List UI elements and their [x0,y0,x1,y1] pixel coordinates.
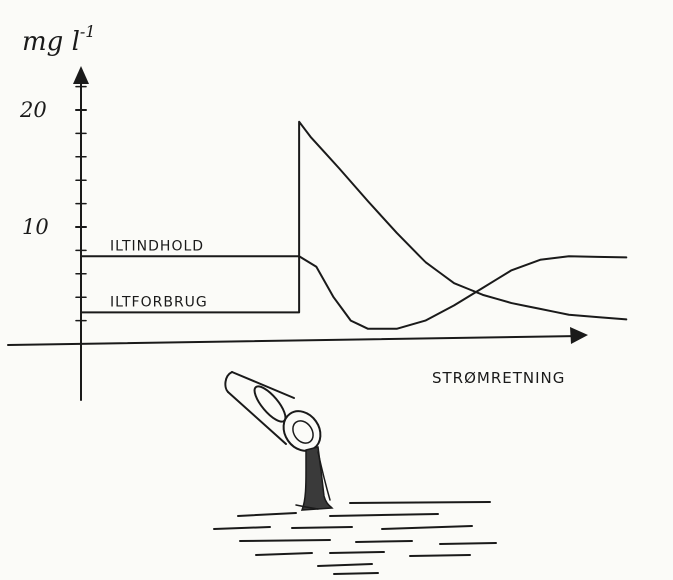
series-label-iltindhold: ILTINDHOLD [110,238,204,254]
y-tick-label-10: 10 [22,215,49,239]
y-axis-arrowhead [73,66,89,84]
series-line-iltindhold [80,255,628,330]
series-line-iltforbrug [80,120,628,321]
splash [295,504,319,510]
y-tick-label-20: 20 [19,98,47,122]
pipe-top-edge [231,371,295,399]
water-stream [300,446,334,511]
series-label-iltforbrug: ILTFORBRUG [110,294,208,310]
pipe-bottom-edge [227,391,287,445]
y-ticks [75,85,87,322]
pipe-inner-opening [292,420,314,444]
water-stream-highlight [317,451,331,501]
x-axis-arrowhead [570,327,588,344]
axes [7,66,588,401]
discharge-pipe-illustration [224,371,334,511]
pipe-back-end [224,371,233,393]
y-unit-label: mg l-1 [22,22,95,57]
x-axis [7,335,581,346]
water-surface [213,501,497,575]
x-axis-label: STRØMRETNING [432,369,565,387]
